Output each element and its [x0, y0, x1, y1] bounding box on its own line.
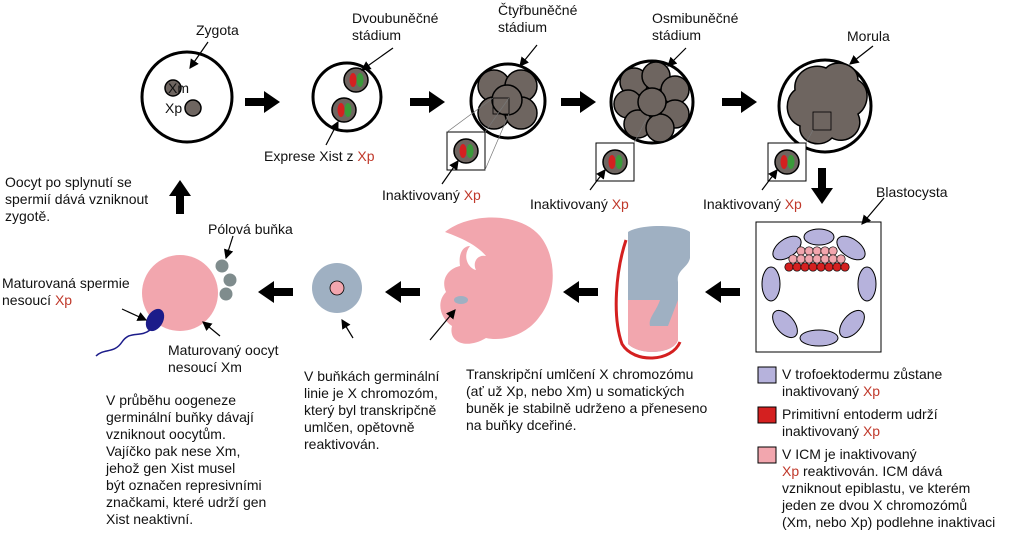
label-inactivated-2: Inaktivovaný Xp [530, 196, 629, 212]
legend-swatch-3 [757, 446, 777, 464]
primitive-endoderm-cell [800, 262, 810, 272]
icm-cell [828, 254, 838, 264]
text-oogenesis: V průběhu oogeneze germinální buňky dáva… [106, 392, 267, 527]
morula-zoom [767, 129, 814, 182]
icm-cell [812, 246, 822, 256]
icm-cell [796, 246, 806, 256]
legend-swatch-1 [757, 366, 777, 384]
icm-cell [820, 254, 830, 264]
primitive-endoderm-cell [824, 262, 834, 272]
expression-pointer [325, 120, 339, 146]
four-cell-embryo [469, 62, 547, 140]
egg-cylinder [614, 226, 690, 360]
eight-cell-pointer [667, 47, 687, 67]
germ-cell [312, 263, 362, 313]
label-four-cell: Čtyřbuněčné stádium [498, 2, 578, 35]
progress-arrows-top [169, 91, 833, 214]
icm-cell [804, 246, 814, 256]
label-oocyte: Maturovaný oocyt nesoucí Xm [168, 342, 279, 375]
primitive-endoderm-cell [832, 262, 842, 272]
inactivated-pointer-3 [761, 169, 778, 191]
label-zygote: Zygota [196, 22, 239, 38]
label-expression: Exprese Xist z Xp [264, 148, 375, 164]
icm-cell [804, 254, 814, 264]
icm-cell [820, 246, 830, 256]
primitive-endoderm-cell [784, 262, 794, 272]
legend-swatches [757, 366, 777, 464]
label-inactivated-3: Inaktivovaný Xp [703, 196, 802, 212]
eight-cell-embryo [609, 59, 695, 145]
label-eight-cell: Osmibuněčné stádium [652, 10, 739, 43]
blastocyst [755, 221, 882, 353]
morula-pointer [849, 45, 874, 65]
two-cell-embryo [311, 61, 383, 133]
polar-body-pointer [223, 235, 234, 260]
polar-bodies [215, 259, 237, 301]
oocyte-pointer [202, 321, 221, 337]
label-inactivated-1: Inaktivovaný Xp [382, 187, 481, 203]
zygote-cell [140, 50, 234, 144]
primitive-endoderm-cell [840, 262, 850, 272]
icm-cell [788, 254, 798, 264]
primitive-endoderm-cell [808, 262, 818, 272]
four-cell-pointer [519, 44, 538, 67]
fetus-pointer [429, 309, 456, 341]
progress-arrows-bottom [258, 281, 740, 303]
icm-cell [836, 254, 846, 264]
label-morula: Morula [847, 28, 890, 44]
label-two-cell: Dvoubuněčné stádium [352, 10, 439, 43]
inner-cell-mass [784, 246, 850, 272]
inactivated-pointer-1 [441, 160, 459, 185]
sperm-pointer [121, 308, 148, 321]
text-oocyte-fusion: Oocyt po splynutí se spermií dává vznikn… [5, 174, 149, 224]
icm-cell [828, 246, 838, 256]
primitive-endoderm-cell [816, 262, 826, 272]
blastocyst-pointer [861, 197, 885, 225]
inactivated-pointer-2 [589, 169, 606, 191]
sperm [95, 308, 165, 357]
primitive-endoderm-cell [792, 262, 802, 272]
zygote-pointer [189, 41, 209, 69]
text-germline: V buňkách germinální linie je X chromozó… [304, 368, 440, 452]
fetus [440, 217, 553, 344]
morula [777, 58, 873, 154]
two-cell-pointer [361, 47, 394, 71]
label-xm: Xm [168, 80, 189, 96]
germ-cell-pointer [341, 318, 354, 339]
icm-cell [812, 254, 822, 264]
legend-swatch-2 [757, 406, 777, 424]
text-somatic: Transkripční umlčení X chromozómu (ať už… [466, 366, 708, 433]
label-blastocyst: Blastocysta [876, 184, 948, 200]
label-xp: Xp [165, 100, 183, 116]
icm-cell [796, 254, 806, 264]
label-polar-body: Pólová buňka [208, 221, 293, 237]
